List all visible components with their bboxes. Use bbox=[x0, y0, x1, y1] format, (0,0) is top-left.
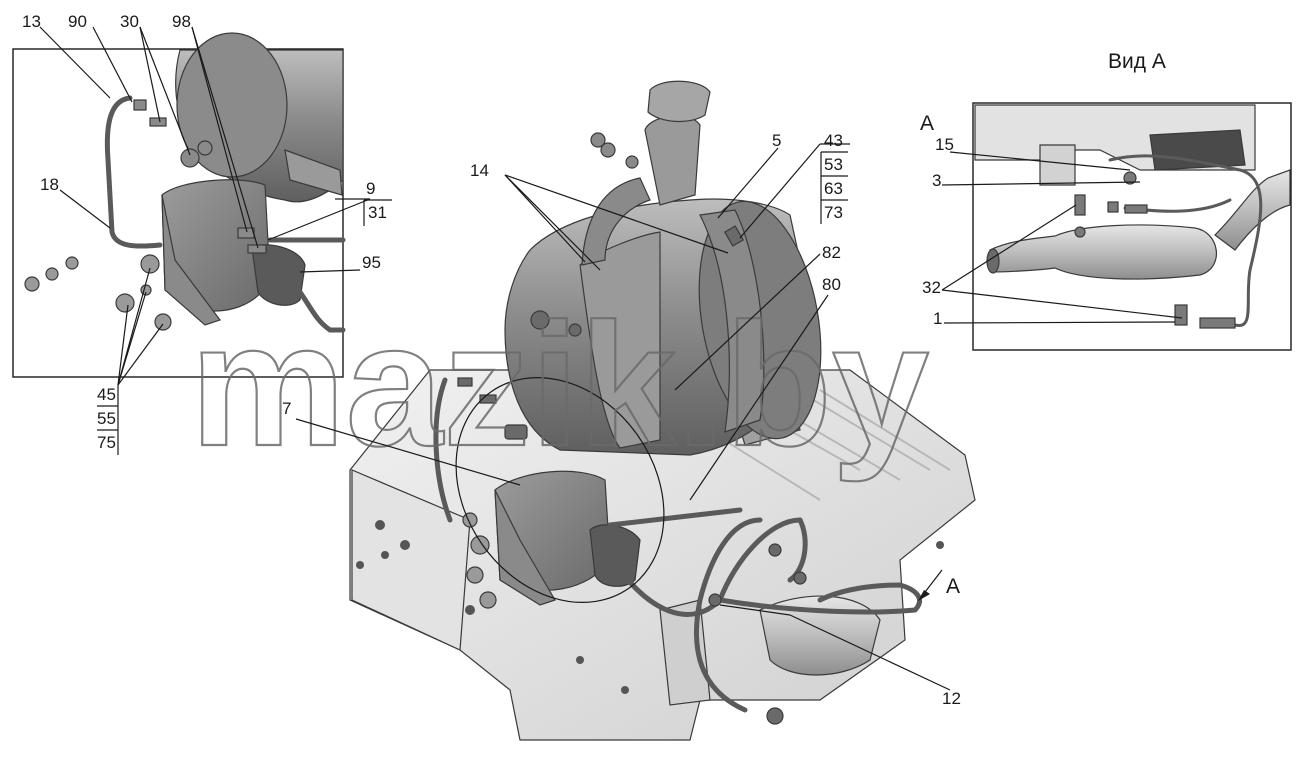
label-30: 30 bbox=[120, 12, 139, 31]
callout-labels: 13 90 30 98 18 9 31 95 45 55 75 14 5 43 … bbox=[22, 12, 1166, 708]
label-13: 13 bbox=[22, 12, 41, 31]
label-1: 1 bbox=[933, 309, 942, 328]
detail-nuts bbox=[24, 254, 172, 331]
label-3: 3 bbox=[932, 171, 941, 190]
label-80: 80 bbox=[822, 275, 841, 294]
label-53: 53 bbox=[824, 155, 843, 174]
view-a-inset bbox=[972, 102, 1292, 351]
label-45: 45 bbox=[97, 385, 116, 404]
label-73: 73 bbox=[824, 203, 843, 222]
label-15: 15 bbox=[935, 135, 954, 154]
label-75: 75 bbox=[97, 433, 116, 452]
view-a-muffler bbox=[989, 224, 1217, 280]
detail-fuel-lines bbox=[104, 95, 346, 333]
label-32: 32 bbox=[922, 278, 941, 297]
label-12: 12 bbox=[942, 689, 961, 708]
tank-strap-over bbox=[581, 177, 651, 266]
detail-heater-flange bbox=[161, 194, 221, 326]
label-9: 9 bbox=[366, 179, 375, 198]
filler-nuts bbox=[590, 132, 639, 169]
frame-rail bbox=[351, 469, 471, 651]
label-90: 90 bbox=[68, 12, 87, 31]
tank-bolts bbox=[530, 225, 745, 337]
detail-fittings bbox=[133, 99, 267, 254]
view-a-frame bbox=[972, 102, 1292, 351]
label-arrow-a: A bbox=[946, 575, 960, 598]
callout-dividers bbox=[97, 151, 848, 455]
detail-strap bbox=[284, 149, 343, 196]
frame-holes bbox=[356, 520, 944, 694]
filler-cap bbox=[647, 80, 711, 123]
view-a-title: Вид А bbox=[1108, 50, 1166, 73]
label-5: 5 bbox=[772, 131, 781, 150]
view-a-block bbox=[1039, 144, 1076, 186]
filler-neck bbox=[644, 115, 701, 206]
fuel-pump bbox=[589, 524, 641, 587]
label-7: 7 bbox=[282, 399, 291, 418]
label-55: 55 bbox=[97, 409, 116, 428]
label-63: 63 bbox=[824, 179, 843, 198]
detail-inset bbox=[12, 32, 346, 378]
detail-highlight-ellipse bbox=[455, 377, 665, 603]
label-43: 43 bbox=[824, 131, 843, 150]
pipe-fittings bbox=[457, 377, 807, 725]
lower-muffler bbox=[759, 595, 881, 676]
detail-inset-frame bbox=[12, 48, 344, 378]
view-a-fittings bbox=[1074, 171, 1236, 329]
label-98: 98 bbox=[172, 12, 191, 31]
leader-lines bbox=[39, 26, 1183, 691]
view-a-mark: A bbox=[920, 112, 934, 135]
detail-inset-content bbox=[24, 32, 346, 333]
main-assembly bbox=[349, 80, 976, 741]
label-82: 82 bbox=[822, 243, 841, 262]
label-14: 14 bbox=[470, 161, 489, 180]
tank-strap-front bbox=[579, 231, 661, 449]
tank-strap-rear bbox=[699, 209, 765, 433]
view-a-clamp bbox=[1149, 129, 1246, 171]
detail-pump bbox=[251, 244, 306, 306]
label-31: 31 bbox=[368, 203, 387, 222]
label-18: 18 bbox=[40, 175, 59, 194]
view-a-exhaust-elbow bbox=[1214, 169, 1291, 251]
watermark-text: mazik.by bbox=[190, 288, 929, 483]
label-95: 95 bbox=[362, 253, 381, 272]
